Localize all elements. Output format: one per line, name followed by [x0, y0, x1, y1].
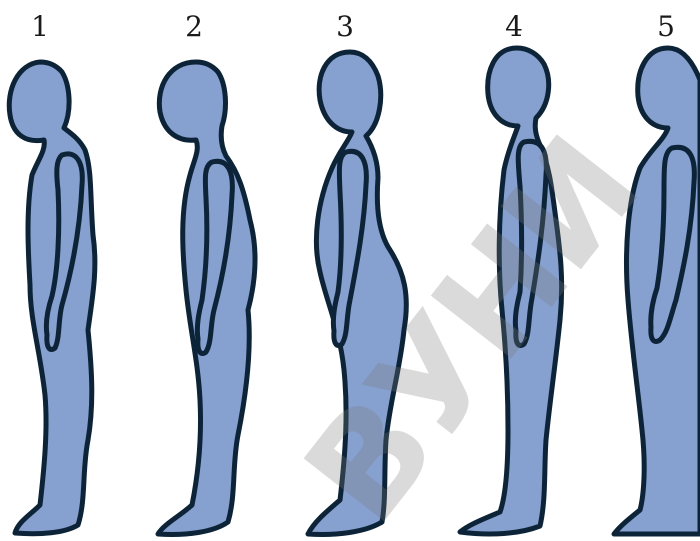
figure-5-number: 5	[657, 10, 675, 43]
figure-2: 2	[158, 10, 255, 535]
figure-2-number: 2	[185, 10, 203, 43]
figure-1: 1	[9, 10, 95, 534]
figure-4-number: 4	[505, 10, 523, 43]
figure-3-number: 3	[336, 10, 354, 43]
figure-1-number: 1	[31, 10, 49, 43]
figure-5: 5	[614, 10, 700, 534]
